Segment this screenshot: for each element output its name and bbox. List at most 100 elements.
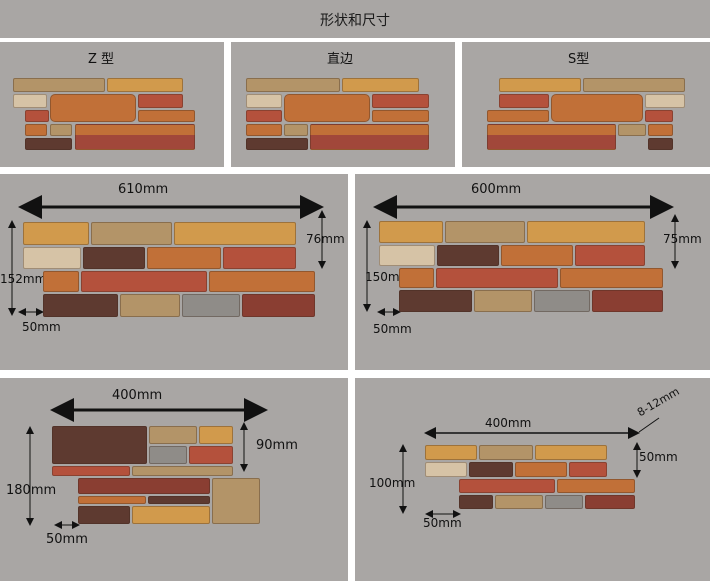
dimension-panel-610: 610mm 76mm 152mm 50mm [0, 174, 348, 370]
stone-block [425, 445, 477, 460]
dim-width-610: 610mm [118, 182, 169, 197]
stone-block [182, 294, 240, 317]
stone-block [75, 124, 195, 150]
stone-block [147, 247, 221, 269]
shape-label-straight: 直边 [327, 52, 354, 67]
dimension-panel-600: 600mm 75mm 150mm 50mm [355, 174, 710, 370]
stone-block [246, 124, 282, 136]
stone-block [148, 496, 210, 504]
stone-block [209, 271, 315, 292]
stone-block [52, 426, 147, 464]
stone-block [648, 138, 673, 150]
dim-offset-50-a: 50mm [22, 320, 61, 334]
stone-block [499, 94, 549, 108]
page-title: 形状和尺寸 [320, 13, 390, 29]
shape-panel-s: S型 [462, 42, 710, 167]
stone-block [469, 462, 513, 477]
stone-block [138, 94, 183, 108]
dim-height-100: 100mm [369, 476, 416, 490]
dimension-panel-400-tall: 400mm 90mm 180mm 50mm [0, 378, 348, 581]
stone-block [618, 124, 646, 136]
stone-block [120, 294, 180, 317]
stone-block [284, 94, 370, 122]
stone-block [379, 221, 443, 243]
stone-block [246, 94, 282, 108]
stone-block [189, 446, 233, 464]
dim-course-76: 76mm [306, 232, 345, 246]
dim-height-152: 152mm [0, 272, 47, 286]
stone-block [445, 221, 525, 243]
stone-block [78, 478, 210, 494]
stone-block [495, 495, 543, 509]
shape-label-s: S型 [568, 52, 590, 67]
stone-block [372, 94, 429, 108]
shape-label-z: Z 型 [88, 52, 115, 67]
stone-block [43, 294, 118, 317]
stone-block [25, 124, 47, 136]
stone-block [246, 78, 340, 92]
stone-block [149, 446, 187, 464]
stone-block [585, 495, 635, 509]
stone-block [515, 462, 567, 477]
stone-block [23, 247, 81, 269]
stone-block [52, 466, 130, 476]
stone-block [246, 138, 308, 150]
stone-block [50, 124, 72, 136]
dim-course-75: 75mm [663, 232, 702, 246]
stone-block [78, 496, 146, 504]
stone-block [107, 78, 183, 92]
stone-block [399, 290, 472, 312]
stone-block [487, 110, 549, 122]
stone-block [535, 445, 607, 460]
stone-block [399, 268, 434, 288]
stone-block [527, 221, 645, 243]
stone-block [545, 495, 583, 509]
stone-block [132, 506, 210, 524]
stone-block [81, 271, 207, 292]
shape-panel-straight: 直边 [231, 42, 455, 167]
dim-offset-50-b: 50mm [373, 322, 412, 336]
stone-block [212, 478, 260, 524]
dim-height-180: 180mm [6, 483, 57, 498]
stone-block [436, 268, 558, 288]
stone-block [437, 245, 499, 266]
stone-block [50, 94, 136, 122]
stone-block [310, 124, 429, 150]
stone-block [648, 124, 673, 136]
stone-block [138, 110, 195, 122]
stone-block [78, 506, 130, 524]
stone-block [487, 124, 616, 150]
stone-block [425, 462, 467, 477]
stone-block [132, 466, 233, 476]
dim-offset-50-c: 50mm [46, 532, 88, 547]
dim-course-90: 90mm [256, 438, 298, 453]
stone-block [13, 94, 47, 108]
dim-width-600: 600mm [471, 182, 522, 197]
stone-block [23, 222, 89, 245]
stone-block [501, 245, 573, 266]
stone-block [83, 247, 145, 269]
stone-block [284, 124, 308, 136]
stone-block [13, 78, 105, 92]
stone-block [575, 245, 645, 266]
stone-block [645, 110, 673, 122]
title-bar: 形状和尺寸 [0, 0, 710, 41]
stone-block [583, 78, 685, 92]
stone-block [557, 479, 635, 493]
stone-block [246, 110, 282, 122]
shape-panel-z: Z 型 [0, 42, 224, 167]
stone-block [149, 426, 197, 444]
stone-block [459, 495, 493, 509]
stone-block [242, 294, 315, 317]
stone-block [551, 94, 643, 122]
stone-block [91, 222, 172, 245]
stone-block [25, 110, 49, 122]
stone-block [372, 110, 429, 122]
stone-block [474, 290, 532, 312]
stone-block [534, 290, 590, 312]
stone-block [25, 138, 72, 150]
stone-block [459, 479, 555, 493]
stone-block [592, 290, 663, 312]
stone-block [569, 462, 607, 477]
stone-block [645, 94, 685, 108]
